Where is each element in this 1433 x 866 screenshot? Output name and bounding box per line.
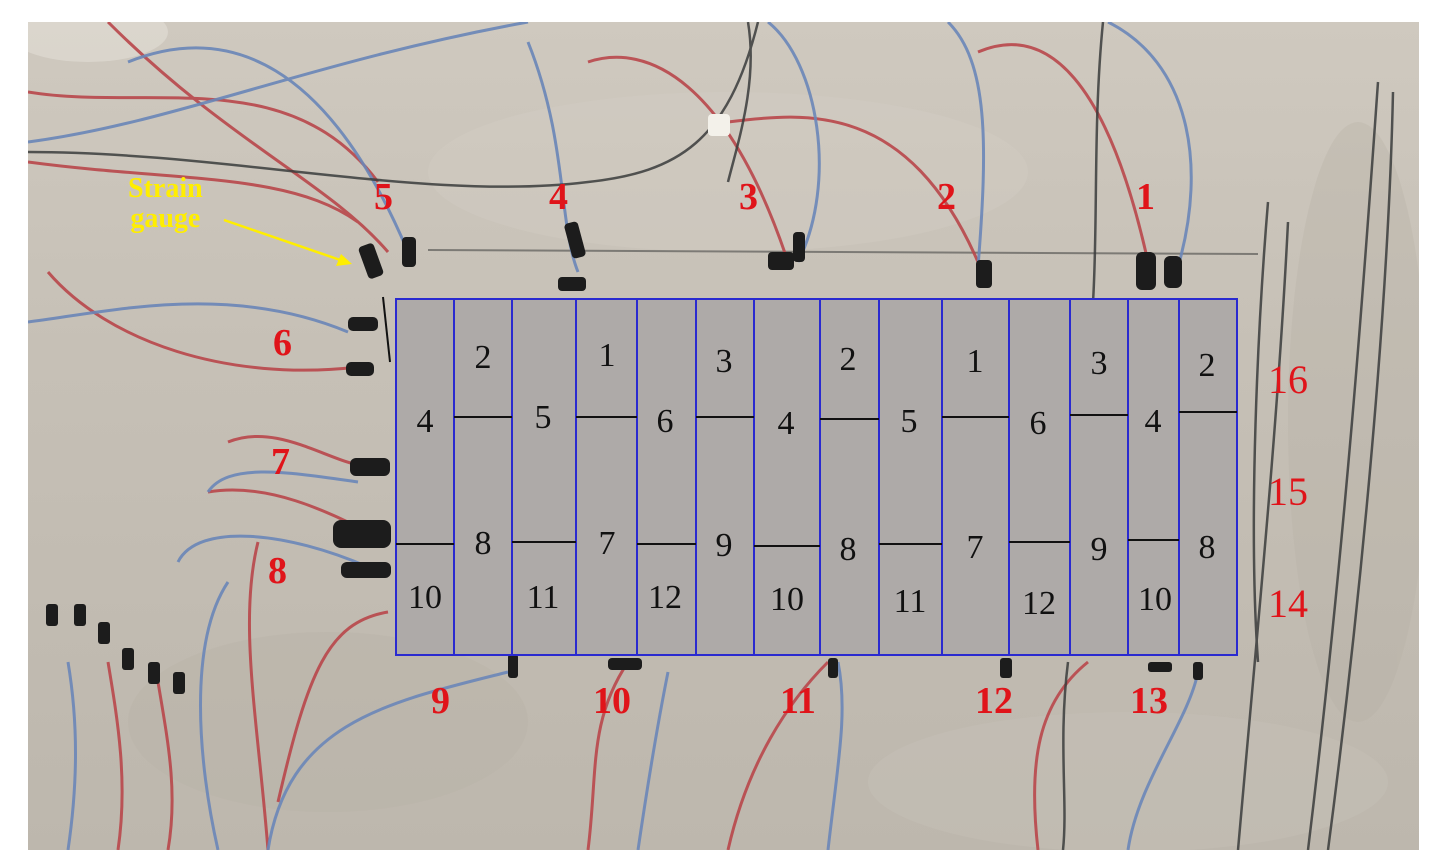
block-label: 3: [715, 343, 733, 380]
annotation-line2: gauge: [130, 203, 201, 235]
gauge-label-4: 4: [549, 176, 568, 218]
gauge-label-15: 15: [1268, 469, 1308, 514]
gauge-label-13: 13: [1130, 680, 1168, 722]
gauge-label-16: 16: [1268, 357, 1308, 402]
block-label: 12: [1022, 585, 1056, 622]
block-label: 4: [416, 403, 434, 440]
block-grid: [395, 298, 1238, 656]
block-label: 10: [1138, 581, 1172, 618]
block-label: 6: [1029, 405, 1047, 442]
block-label: 11: [893, 583, 927, 620]
gauge-label-7: 7: [271, 441, 290, 483]
block-label: 9: [715, 527, 733, 564]
gauge-label-8: 8: [268, 550, 287, 592]
block-label: 2: [839, 341, 857, 378]
wire-scene: [28, 22, 1419, 850]
block-label: 4: [777, 405, 795, 442]
block-label: 2: [474, 339, 492, 376]
wall-photo: Strain gauge 5 4 3 2 1 6 7 8 9 10 11 12 …: [28, 22, 1419, 850]
gauge-label-11: 11: [780, 680, 816, 722]
block-label: 7: [598, 525, 616, 562]
block-label: 11: [526, 579, 560, 616]
block-label: 12: [648, 579, 682, 616]
gauge-label-10: 10: [593, 680, 631, 722]
block-dividers: [453, 298, 1180, 656]
block-label: 1: [966, 343, 984, 380]
gauge-label-2: 2: [937, 176, 956, 218]
block-label: 7: [966, 529, 984, 566]
block-label: 2: [1198, 347, 1216, 384]
block-label: 1: [598, 337, 616, 374]
gauge-label-6: 6: [273, 322, 292, 364]
block-label: 5: [900, 403, 918, 440]
annotation-line1: Strain: [128, 173, 203, 204]
masonry-block-diagram: 4 2 5 1 6 3 4 2 5 1 6 3 4 2 8 10 11 7 12…: [395, 298, 1238, 656]
gauge-label-1: 1: [1136, 176, 1155, 218]
mortar-joints: [396, 411, 1237, 547]
block-label: 8: [474, 525, 492, 562]
gauge-label-9: 9: [431, 680, 450, 722]
block-label: 10: [770, 581, 804, 618]
block-label: 4: [1144, 403, 1162, 440]
gauge-label-12: 12: [975, 680, 1013, 722]
block-label: 8: [839, 531, 857, 568]
block-label: 9: [1090, 531, 1108, 568]
gauge-label-3: 3: [739, 176, 758, 218]
strain-gauge-annotation: Strain gauge: [128, 173, 203, 235]
block-label: 3: [1090, 345, 1108, 382]
block-outline: [395, 298, 1238, 656]
block-label: 8: [1198, 529, 1216, 566]
block-label: 10: [408, 579, 442, 616]
gauge-label-5: 5: [374, 176, 393, 218]
block-label: 6: [656, 403, 674, 440]
block-label: 5: [534, 399, 552, 436]
gauge-label-14: 14: [1268, 581, 1308, 626]
